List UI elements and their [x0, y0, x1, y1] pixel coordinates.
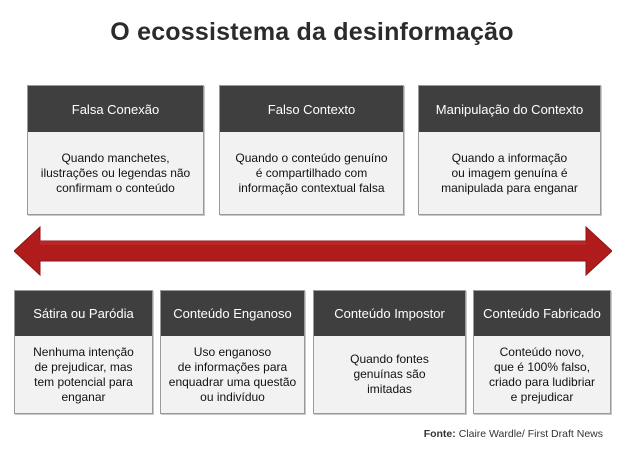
description-line: de informações para: [177, 359, 288, 374]
card-header: Falso Contexto: [220, 86, 403, 132]
description-line: enganar: [61, 389, 106, 404]
card-description: Quando a informação ou imagem genuína é …: [419, 132, 600, 214]
card-header: Conteúdo Impostor: [314, 291, 465, 336]
arrow-shape: [14, 226, 612, 276]
card-header: Manipulação do Contexto: [419, 86, 600, 132]
double-arrow-icon: [14, 226, 612, 276]
card-conteudo-impostor: Conteúdo Impostor Quando fontes genuínas…: [313, 290, 466, 414]
description-line: ilustrações ou legendas não: [40, 165, 191, 180]
description-line: manipulada para enganar: [441, 180, 578, 195]
card-header: Sátira ou Paródia: [15, 291, 152, 336]
arrow-highlight: [40, 241, 586, 245]
description-line: de prejudicar, mas: [34, 359, 133, 374]
card-description: Quando fontes genuínas são imitadas: [314, 336, 465, 413]
card-description: Uso enganoso de informações para enquadr…: [161, 336, 304, 413]
description-line: genuínas são: [353, 367, 426, 381]
card-description: Nenhuma intenção de prejudicar, mas tem …: [15, 336, 152, 413]
source-prefix: Fonte:: [423, 428, 456, 440]
source-credit: Fonte: Claire Wardle/ First Draft News: [424, 428, 603, 440]
description-line: confirmam o conteúdo: [56, 180, 175, 195]
description-line: Quando fontes: [350, 352, 429, 366]
source-text: Claire Wardle/ First Draft News: [458, 428, 603, 440]
card-conteudo-enganoso: Conteúdo Enganoso Uso enganoso de inform…: [160, 290, 305, 414]
description-line: é compartilhado com: [255, 165, 368, 180]
card-description: Quando manchetes, ilustrações ou legenda…: [28, 132, 203, 214]
description-line: Nenhuma intenção: [33, 344, 134, 359]
card-header: Conteúdo Enganoso: [161, 291, 304, 336]
card-header: Falsa Conexão: [28, 86, 203, 132]
description-line: Uso enganoso: [193, 344, 272, 359]
card-falso-contexto: Falso Contexto Quando o conteúdo genuíno…: [219, 85, 404, 215]
description-line: Quando manchetes,: [61, 150, 170, 165]
description-line: Quando o conteúdo genuíno: [235, 150, 388, 165]
description-line: informação contextual falsa: [238, 180, 385, 195]
card-falsa-conexao: Falsa Conexão Quando manchetes, ilustraç…: [27, 85, 204, 215]
card-conteudo-fabricado: Conteúdo Fabricado Conteúdo novo, que é …: [473, 290, 611, 414]
description-line: tem potencial para: [34, 374, 133, 389]
description-line: imitadas: [367, 382, 412, 396]
card-description: Conteúdo novo, que é 100% falso, criado …: [474, 336, 610, 413]
card-header: Conteúdo Fabricado: [474, 291, 610, 336]
description-line: que é 100% falso,: [493, 359, 591, 374]
card-description: Quando o conteúdo genuíno é compartilhad…: [220, 132, 403, 214]
description-line: enquadrar uma questão: [168, 374, 297, 389]
description-line: ou indivíduo: [200, 389, 265, 404]
card-satira-ou-parodia: Sátira ou Paródia Nenhuma intenção de pr…: [14, 290, 153, 414]
description-line: criado para ludibriar: [488, 374, 596, 389]
description-line: Conteúdo novo,: [499, 344, 585, 359]
card-manipulacao-do-contexto: Manipulação do Contexto Quando a informa…: [418, 85, 601, 215]
diagram-title: O ecossistema da desinformação: [110, 18, 514, 46]
description-line: ou imagem genuína é: [451, 165, 568, 180]
description-line: e prejudicar: [510, 389, 574, 404]
description-line: Quando a informação: [451, 150, 568, 165]
